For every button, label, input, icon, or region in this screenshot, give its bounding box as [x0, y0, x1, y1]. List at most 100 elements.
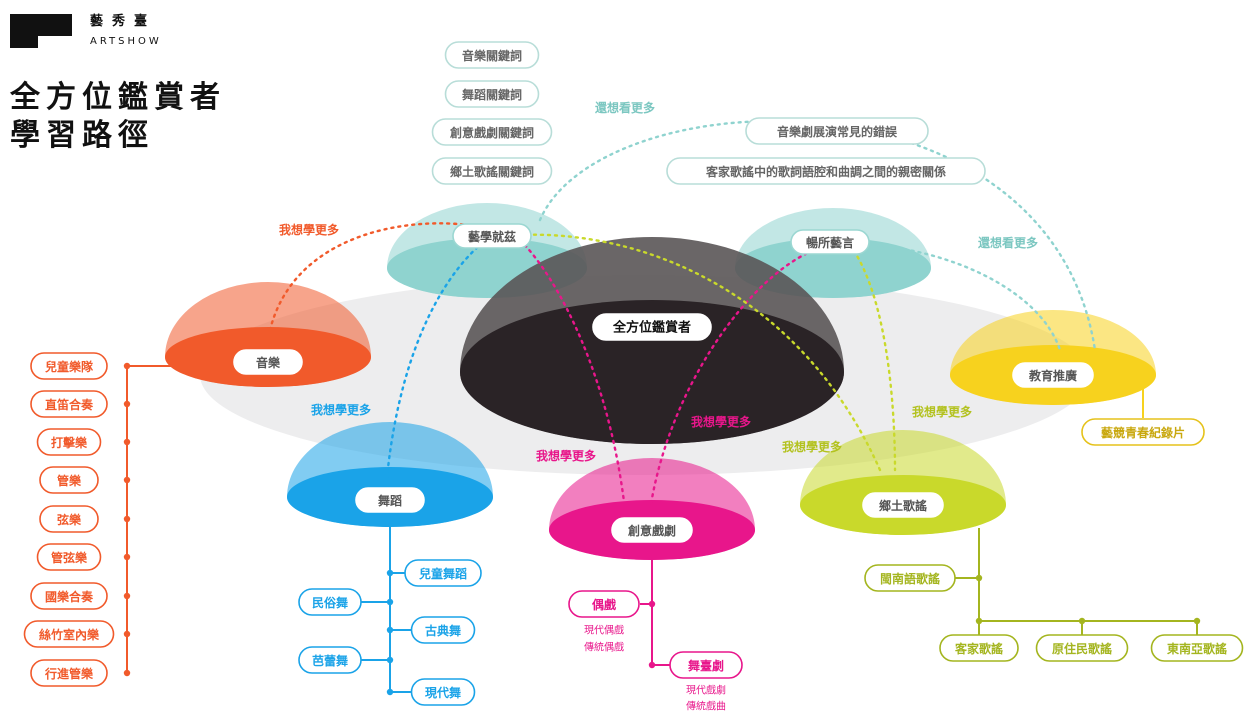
drama-item-1[interactable]: 舞臺劇: [669, 651, 743, 679]
keyword-pill-0-shape[interactable]: [444, 41, 540, 69]
dome-label-yixue-shape[interactable]: [452, 223, 532, 249]
drama-item-0-label: 偶戲: [592, 597, 617, 612]
path-drama-to-changsuo: [648, 243, 832, 512]
music-item-7-shape[interactable]: [23, 620, 115, 648]
music-item-0-shape[interactable]: [30, 352, 108, 380]
folk-item-row-2-label: 東南亞歌謠: [1167, 641, 1227, 656]
center-label-shape[interactable]: [592, 313, 712, 341]
center-label-label: 全方位鑑賞者: [612, 320, 691, 336]
dance-item-right-1-label: 古典舞: [425, 623, 461, 638]
drama-sub-1-0: 現代戲劇: [686, 684, 726, 697]
dome-label-yixue[interactable]: 藝學就茲: [452, 223, 532, 249]
keyword-pill-0[interactable]: 音樂關鍵詞: [444, 41, 540, 69]
dance-item-right-0-label: 兒童舞蹈: [419, 566, 467, 581]
brand-name: 藝秀臺: [90, 14, 157, 29]
music-item-1[interactable]: 直笛合奏: [30, 390, 108, 418]
topic-pill-0[interactable]: 音樂劇展演常見的錯誤: [745, 117, 929, 145]
dome-label-dance-shape[interactable]: [355, 487, 425, 513]
music-item-6[interactable]: 國樂合奏: [30, 582, 108, 610]
dome-label-edu-label: 教育推廣: [1028, 368, 1077, 383]
drama-item-1-label: 舞臺劇: [687, 658, 724, 673]
edu-item-label: 藝競青春紀錄片: [1101, 425, 1185, 440]
dome-center-base: [460, 300, 844, 444]
dance-right-node-2: [386, 688, 394, 696]
keyword-pill-1[interactable]: 舞蹈關鍵詞: [444, 80, 540, 108]
music-item-5[interactable]: 管弦樂: [36, 543, 102, 571]
dance-item-right-2-shape[interactable]: [410, 678, 476, 706]
path-dance-to-yixue: [383, 243, 482, 502]
keyword-pill-1-label: 舞蹈關鍵詞: [461, 87, 522, 102]
dance-item-right-2[interactable]: 現代舞: [410, 678, 476, 706]
center-label[interactable]: 全方位鑑賞者: [592, 313, 712, 341]
folk-item-row-1[interactable]: 原住民歌謠: [1035, 634, 1129, 662]
edu-item-shape[interactable]: [1081, 418, 1205, 446]
music-item-3-shape[interactable]: [39, 466, 99, 494]
dome-label-music-label: 音樂: [256, 355, 281, 370]
folk-item-main[interactable]: 閩南語歌謠: [864, 564, 956, 592]
keyword-pill-2-shape[interactable]: [431, 118, 553, 146]
drama-item-1-shape[interactable]: [669, 651, 743, 679]
music-item-4-label: 弦樂: [57, 512, 82, 527]
folk-item-row-2-shape[interactable]: [1150, 634, 1244, 662]
dome-label-drama[interactable]: 創意戲劇: [611, 517, 693, 543]
music-item-8-shape[interactable]: [30, 659, 108, 687]
folk-item-row-0[interactable]: 客家歌謠: [939, 634, 1019, 662]
dance-item-left-0-label: 民俗舞: [312, 595, 348, 610]
music-item-3[interactable]: 管樂: [39, 466, 99, 494]
drama-item-0-shape[interactable]: [568, 590, 640, 618]
music-item-1-shape[interactable]: [30, 390, 108, 418]
dome-label-dance[interactable]: 舞蹈: [355, 487, 425, 513]
music-item-8[interactable]: 行進管樂: [30, 659, 108, 687]
dome-label-changsuo[interactable]: 暢所藝言: [790, 229, 870, 255]
folk-item-main-shape[interactable]: [864, 564, 956, 592]
folk-item-row-1-shape[interactable]: [1035, 634, 1129, 662]
dome-label-music-shape[interactable]: [233, 349, 303, 375]
music-item-0[interactable]: 兒童樂隊: [30, 352, 108, 380]
music-item-4[interactable]: 弦樂: [39, 505, 99, 533]
topic-pill-0-shape[interactable]: [745, 117, 929, 145]
folk-main-node: [975, 574, 983, 582]
drama-sub-0-0: 現代偶戲: [584, 624, 624, 637]
edu-item[interactable]: 藝競青春紀錄片: [1081, 418, 1205, 446]
dome-label-changsuo-shape[interactable]: [790, 229, 870, 255]
music-item-4-shape[interactable]: [39, 505, 99, 533]
keyword-pill-1-shape[interactable]: [444, 80, 540, 108]
dance-item-right-1[interactable]: 古典舞: [410, 616, 476, 644]
dome-label-music[interactable]: 音樂: [233, 349, 303, 375]
dance-item-right-0[interactable]: 兒童舞蹈: [404, 559, 482, 587]
folk-item-row-0-shape[interactable]: [939, 634, 1019, 662]
music-item-5-shape[interactable]: [36, 543, 102, 571]
dance-item-right-0-shape[interactable]: [404, 559, 482, 587]
music-item-1-label: 直笛合奏: [45, 397, 94, 412]
dance-item-left-1-shape[interactable]: [298, 646, 362, 674]
path-changsuo-to-edu: [868, 243, 1062, 352]
brand-subtitle: ARTSHOW: [90, 36, 162, 47]
dome-label-drama-shape[interactable]: [611, 517, 693, 543]
music-node-4: [123, 515, 131, 523]
dome-label-folk-shape[interactable]: [862, 492, 944, 518]
dome-label-folk[interactable]: 鄉土歌謠: [862, 492, 944, 518]
music-item-6-shape[interactable]: [30, 582, 108, 610]
folk-item-row-2[interactable]: 東南亞歌謠: [1150, 634, 1244, 662]
keyword-pill-2[interactable]: 創意戲劇關鍵詞: [431, 118, 553, 146]
topic-pill-1[interactable]: 客家歌謠中的歌詞語腔和曲調之間的親密關係: [666, 157, 986, 185]
learn-more-folk-right: 我想學更多: [912, 404, 972, 419]
keyword-pill-3[interactable]: 鄉土歌謠關鍵詞: [431, 157, 553, 185]
music-item-2-shape[interactable]: [36, 428, 102, 456]
dome-label-edu-shape[interactable]: [1012, 362, 1094, 388]
music-item-2-label: 打擊樂: [51, 435, 88, 450]
dance-item-left-0[interactable]: 民俗舞: [298, 588, 362, 616]
dance-right-node-0: [386, 569, 394, 577]
music-node-5: [123, 553, 131, 561]
folk-item-main-label: 閩南語歌謠: [880, 571, 940, 586]
topic-pill-1-shape[interactable]: [666, 157, 986, 185]
dance-item-left-1[interactable]: 芭蕾舞: [298, 646, 362, 674]
music-item-7[interactable]: 絲竹室內樂: [23, 620, 115, 648]
music-node-7: [123, 630, 131, 638]
keyword-pill-3-shape[interactable]: [431, 157, 553, 185]
music-item-2[interactable]: 打擊樂: [36, 428, 102, 456]
dance-item-left-0-shape[interactable]: [298, 588, 362, 616]
dome-label-edu[interactable]: 教育推廣: [1012, 362, 1094, 388]
dance-item-right-1-shape[interactable]: [410, 616, 476, 644]
drama-item-0[interactable]: 偶戲: [568, 590, 640, 618]
